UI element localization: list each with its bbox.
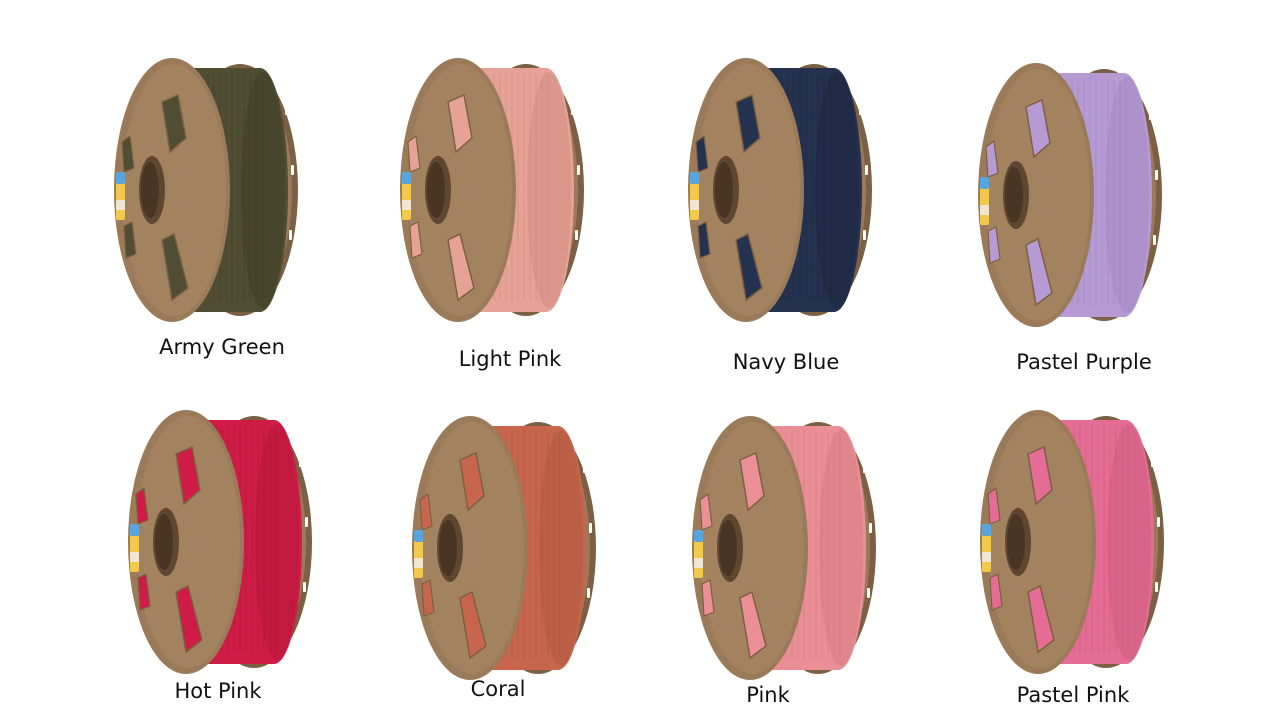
spool-label: Army Green	[159, 335, 285, 359]
filament-spool-illustration	[980, 410, 1164, 674]
spool-coral	[408, 408, 608, 688]
spool-hot-pink	[124, 402, 324, 682]
filament-spool-illustration	[400, 58, 584, 322]
spool-label: Light Pink	[458, 347, 562, 371]
spool-pastel-pink	[976, 402, 1176, 682]
spool-label: Pastel Purple	[1016, 350, 1152, 374]
spool-navy-blue	[684, 50, 884, 330]
filament-spool-illustration	[114, 58, 298, 322]
spool-pastel-purple	[974, 55, 1174, 335]
spool-label: Navy Blue	[732, 350, 840, 374]
filament-spool-illustration	[412, 416, 596, 680]
spool-army-green	[110, 50, 310, 330]
filament-spool-illustration	[692, 416, 876, 680]
spool-label: Hot Pink	[174, 679, 262, 703]
filament-spool-illustration	[978, 63, 1162, 327]
spool-pink	[688, 408, 888, 688]
spool-label: Pastel Pink	[1016, 683, 1130, 707]
filament-spool-illustration	[688, 58, 872, 322]
spool-label: Coral	[470, 677, 526, 701]
spool-label: Pink	[746, 683, 790, 707]
spool-light-pink	[396, 50, 596, 330]
filament-spool-illustration	[128, 410, 312, 674]
